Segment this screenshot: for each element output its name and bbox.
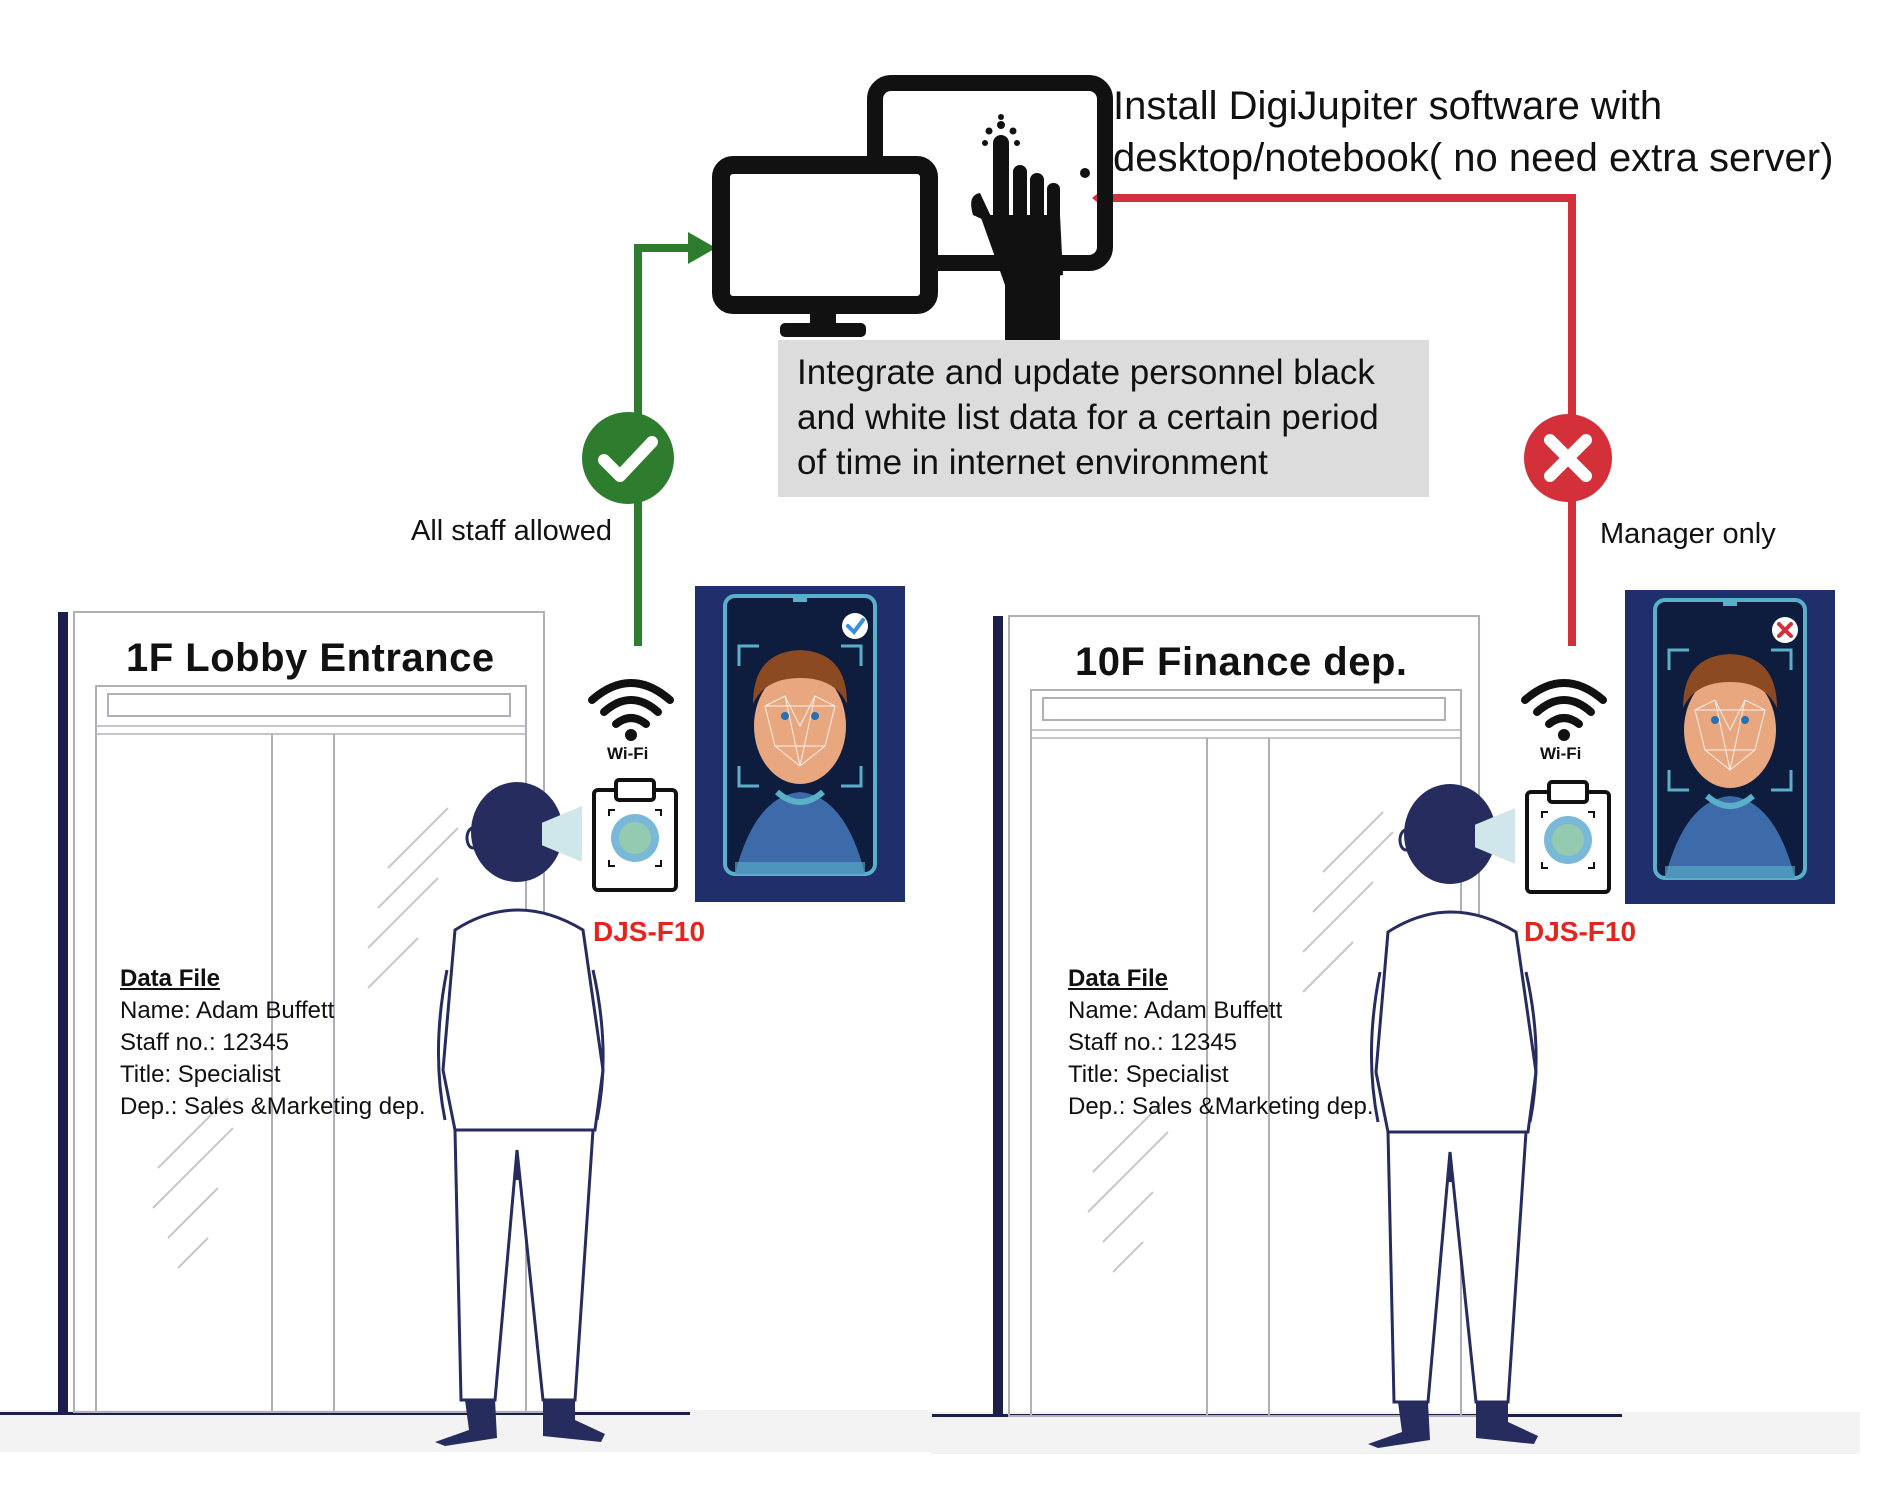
right-terminal-icon [1525, 780, 1611, 894]
left-floor [0, 1410, 930, 1452]
left-floor-line [0, 1412, 690, 1415]
left-wifi-label: Wi-Fi [607, 744, 649, 763]
right-data-file-title-field: Title: Specialist [1068, 1061, 1229, 1088]
right-data-file-department: Dep.: Sales &Marketing dep. [1068, 1093, 1374, 1120]
left-room-title: 1F Lobby Entrance [126, 636, 495, 680]
software-description: Install DigiJupiter software with deskto… [1113, 80, 1833, 184]
left-device-label: DJS-F10 [593, 916, 706, 947]
right-person [1368, 784, 1538, 1448]
left-data-file-title: Data File [120, 965, 221, 992]
left-data-file: Data File Name: Adam Buffett Staff no.: … [120, 963, 426, 1123]
right-floor [930, 1412, 1860, 1454]
desktop-tablet-icon [712, 75, 1113, 343]
touch-hand-icon [971, 114, 1063, 343]
left-wifi-icon [588, 679, 674, 741]
right-data-file-name: Name: Adam Buffett [1068, 997, 1283, 1024]
left-face-screen [695, 586, 905, 902]
allow-arrowhead [688, 232, 716, 264]
right-data-file-title: Data File [1068, 965, 1169, 992]
right-rule-label: Manager only [1600, 518, 1776, 550]
allow-connector [634, 244, 700, 646]
left-data-file-title-field: Title: Specialist [120, 1061, 281, 1088]
left-terminal-icon [592, 778, 678, 892]
left-data-file-staff-no: Staff no.: 12345 [120, 1029, 290, 1056]
software-line-2: desktop/notebook( no need extra server) [1113, 136, 1834, 180]
right-room-title: 10F Finance dep. [1075, 640, 1408, 684]
left-data-file-department: Dep.: Sales &Marketing dep. [120, 1093, 426, 1120]
software-line-1: Install DigiJupiter software with [1113, 84, 1663, 128]
left-data-file-name: Name: Adam Buffett [120, 997, 335, 1024]
right-device-label: DJS-F10 [1524, 916, 1637, 947]
x-circle-icon [1524, 414, 1612, 502]
integration-note-box [778, 340, 1429, 497]
left-person [435, 782, 605, 1446]
check-circle-icon [582, 412, 674, 504]
right-wifi-icon [1521, 679, 1607, 741]
right-data-file: Data File Name: Adam Buffett Staff no.: … [1068, 963, 1374, 1123]
integration-note: Integrate and update personnel black and… [797, 353, 1379, 482]
right-face-screen [1625, 590, 1835, 904]
right-data-file-staff-no: Staff no.: 12345 [1068, 1029, 1238, 1056]
right-wifi-label: Wi-Fi [1540, 744, 1582, 763]
left-rule-label: All staff allowed [411, 515, 612, 547]
